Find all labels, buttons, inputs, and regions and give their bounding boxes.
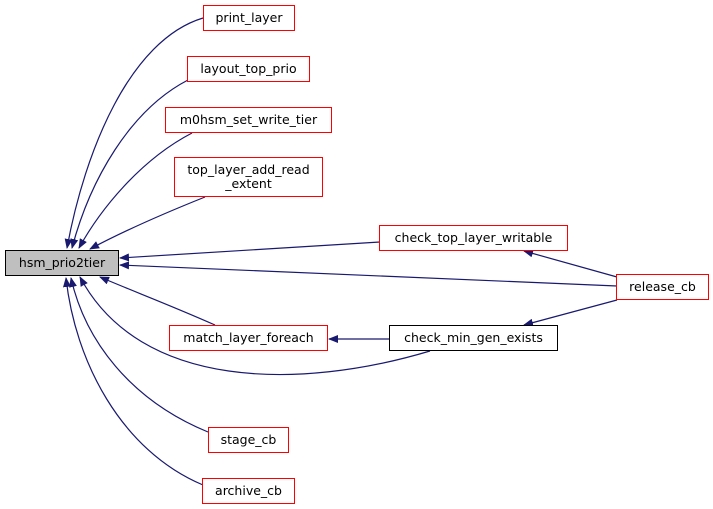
edge-release_cb-check_top_layer_writable bbox=[523, 249, 618, 278]
node-label-line2: _extent bbox=[225, 176, 272, 191]
edge-layout_top_prio bbox=[70, 79, 189, 249]
node-release_cb[interactable]: release_cb bbox=[616, 274, 709, 300]
node-m0hsm_set_write_tier[interactable]: m0hsm_set_write_tier bbox=[165, 107, 332, 133]
node-layout_top_prio[interactable]: layout_top_prio bbox=[187, 56, 310, 82]
node-match_layer_foreach[interactable]: match_layer_foreach bbox=[169, 325, 328, 351]
edge-print_layer bbox=[64, 17, 204, 249]
edge-check_top_layer_writable bbox=[119, 241, 381, 262]
edge-match_layer_foreach bbox=[99, 276, 216, 326]
node-check_top_layer_writable[interactable]: check_top_layer_writable bbox=[379, 225, 568, 251]
edge-m0hsm_set_write_tier bbox=[78, 132, 193, 249]
edge-check_min_gen_exists bbox=[79, 276, 431, 376]
node-hsm_prio2tier[interactable]: hsm_prio2tier bbox=[5, 250, 119, 276]
edge-top_layer_add_read_extent bbox=[89, 196, 206, 250]
node-top_layer_add_read_extent[interactable]: top_layer_add_read _extent bbox=[174, 157, 323, 197]
node-print_layer[interactable]: print_layer bbox=[203, 5, 295, 31]
edge-release_cb-check_min_gen_exists bbox=[523, 299, 618, 327]
edge-archive_cb bbox=[63, 277, 204, 486]
node-archive_cb[interactable]: archive_cb bbox=[202, 478, 295, 504]
edge-stage_cb bbox=[69, 277, 209, 433]
node-check_min_gen_exists[interactable]: check_min_gen_exists bbox=[389, 325, 558, 351]
edge-release_cb bbox=[119, 261, 618, 287]
node-label-line1: top_layer_add_read bbox=[187, 162, 310, 177]
node-stage_cb[interactable]: stage_cb bbox=[208, 427, 289, 453]
